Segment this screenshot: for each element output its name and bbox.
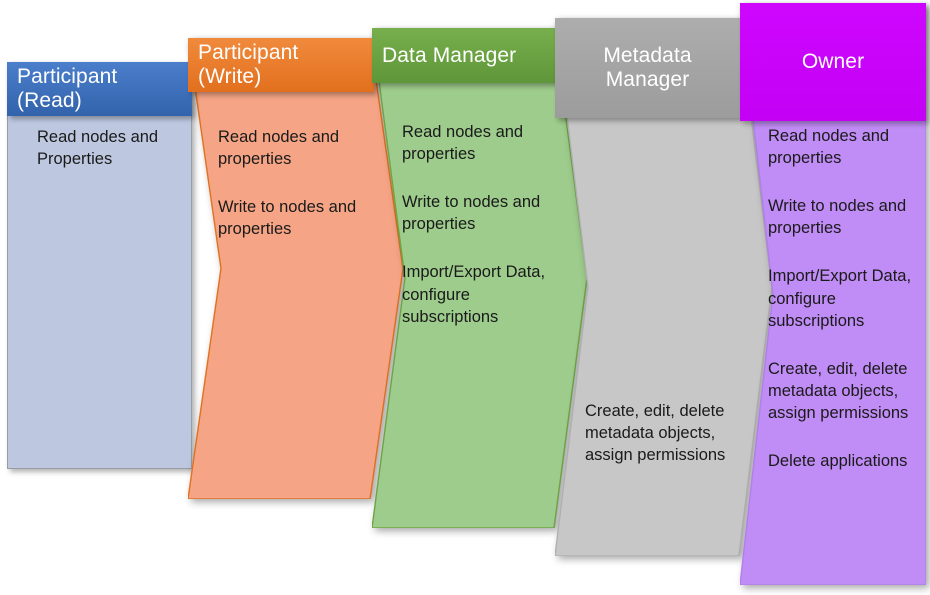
column-header-label: Data Manager xyxy=(382,43,517,67)
column-header-participant-read[interactable]: Participant (Read) xyxy=(7,62,192,116)
column-participant-read[interactable]: Participant (Read) Read nodes and Proper… xyxy=(7,62,192,469)
list-item: Read nodes and properties xyxy=(218,128,340,169)
column-header-data-manager[interactable]: Data Manager xyxy=(372,28,558,83)
column-body-participant-write xyxy=(188,38,403,499)
column-body-owner xyxy=(740,3,926,585)
column-body-metadata-manager xyxy=(555,18,772,556)
column-body-data-manager xyxy=(372,28,587,528)
list-item: Write to nodes and properties xyxy=(402,193,541,234)
list-item: Read nodes and properties xyxy=(402,123,524,164)
column-header-owner[interactable]: Owner xyxy=(740,3,926,121)
column-header-label: Metadata Manager xyxy=(603,44,692,91)
column-items-metadata-manager: Create, edit, delete metadata objects, a… xyxy=(585,400,735,466)
column-header-metadata-manager[interactable]: Metadata Manager xyxy=(555,18,740,118)
list-item: Import/Export Data, configure subscripti… xyxy=(402,263,546,326)
column-header-label: Owner xyxy=(801,50,865,74)
list-item: Write to nodes and properties xyxy=(218,198,357,239)
column-header-label: Participant (Read) xyxy=(17,65,118,112)
list-item: Read nodes and Properties xyxy=(37,128,159,169)
column-data-manager[interactable]: Data Manager Read nodes and properties W… xyxy=(372,28,587,528)
column-items-owner: Read nodes and properties Write to nodes… xyxy=(768,125,918,472)
column-header-label: Participant (Write) xyxy=(198,41,299,88)
column-participant-write[interactable]: Participant (Write) Read nodes and prope… xyxy=(188,38,403,499)
column-header-participant-write[interactable]: Participant (Write) xyxy=(188,38,374,92)
list-item: Delete applications xyxy=(768,452,908,471)
column-metadata-manager[interactable]: Metadata Manager Create, edit, delete me… xyxy=(555,18,772,556)
column-items-data-manager: Read nodes and properties Write to nodes… xyxy=(402,121,552,328)
list-item: Create, edit, delete metadata objects, a… xyxy=(768,359,909,422)
list-item: Read nodes and properties xyxy=(768,127,890,168)
column-owner[interactable]: Owner Read nodes and properties Write to… xyxy=(740,3,926,585)
column-body-participant-read xyxy=(7,62,192,469)
list-item: Create, edit, delete metadata objects, a… xyxy=(585,402,726,465)
list-item: Write to nodes and properties xyxy=(768,197,907,238)
column-items-participant-read: Read nodes and Properties xyxy=(37,126,182,170)
list-item: Import/Export Data, configure subscripti… xyxy=(768,267,912,330)
column-items-participant-write: Read nodes and properties Write to nodes… xyxy=(218,126,368,240)
